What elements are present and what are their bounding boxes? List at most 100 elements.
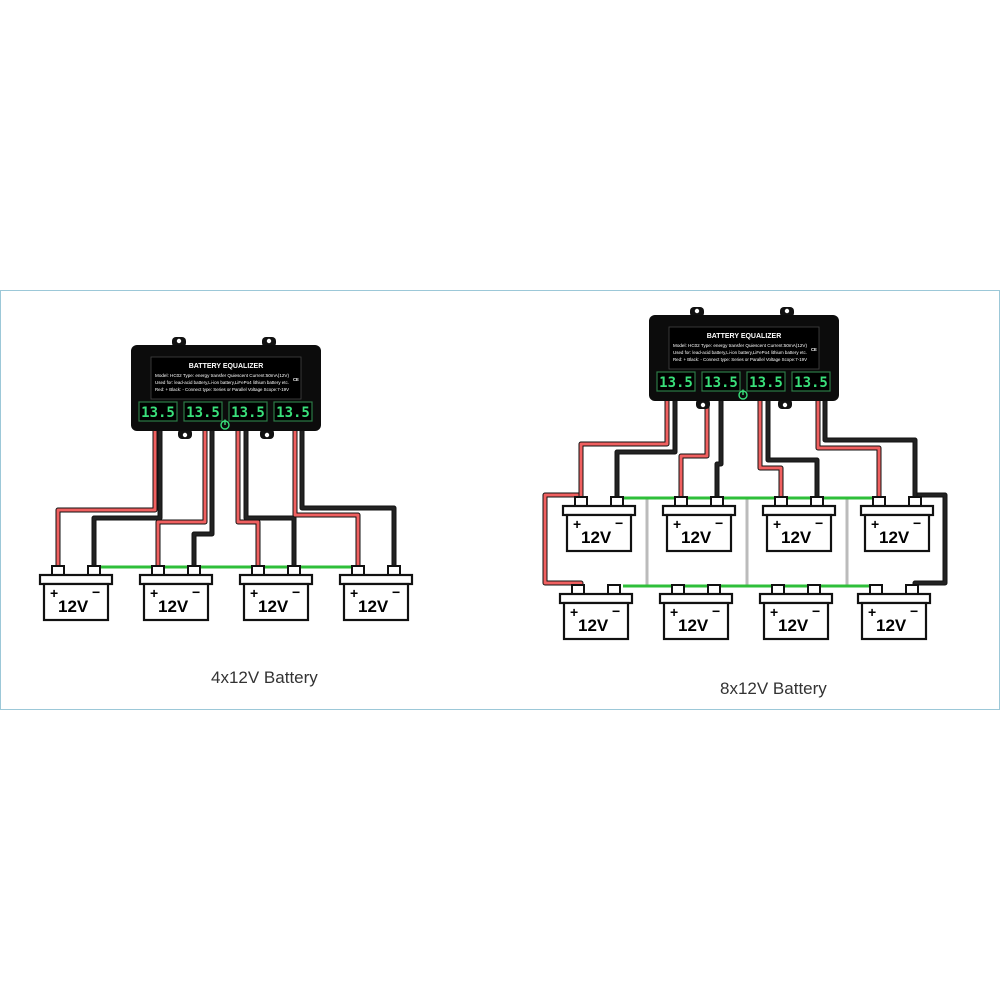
battery-plus-sign: +: [150, 585, 158, 601]
battery-terminal-positive: [51, 565, 65, 576]
device-info-line: Used for: lead-acid battery,Li-ion batte…: [155, 380, 289, 385]
battery-minus-sign: −: [615, 515, 623, 531]
battery-minus-sign: −: [292, 584, 300, 600]
battery-plus-sign: +: [868, 604, 876, 620]
battery-icon: [863, 513, 931, 553]
battery-terminal-negative: [707, 584, 721, 595]
battery-label: 12V: [158, 597, 189, 616]
right-wire-1: [579, 401, 669, 501]
left-battery-1: +−12V: [38, 565, 114, 622]
ce-mark: CE: [811, 347, 817, 352]
left-wire-2: [92, 431, 162, 570]
left-battery-4: + −12V: [338, 565, 414, 622]
battery-plus-sign: +: [573, 516, 581, 532]
left-wire-5: [236, 431, 260, 570]
mounting-hole: [694, 308, 700, 314]
battery-label: 12V: [781, 528, 812, 547]
left-battery-3: + −12V: [238, 565, 314, 622]
battery-plus-sign: +: [673, 516, 681, 532]
mounting-hole: [700, 402, 706, 408]
device-title: BATTERY EQUALIZER: [189, 363, 264, 370]
battery-terminal-negative: [710, 496, 724, 507]
battery-terminal-positive: [869, 584, 883, 595]
battery-lid: [761, 504, 837, 517]
battery-minus-sign: −: [392, 584, 400, 600]
battery-lid: [558, 592, 634, 605]
battery-lid: [658, 592, 734, 605]
right-wire-8-outline: [822, 401, 918, 501]
battery-label: 12V: [681, 528, 712, 547]
battery-terminal-negative: [908, 496, 922, 507]
battery-terminal-positive: [574, 496, 588, 507]
battery-label: 12V: [778, 616, 809, 635]
voltage-display: [273, 401, 313, 422]
battery-lid: [138, 573, 214, 586]
battery-terminal-positive: [674, 496, 688, 507]
battery-label: 12V: [358, 597, 389, 616]
battery-minus-sign: −: [715, 515, 723, 531]
battery-icon: [342, 582, 410, 622]
battery-plus-sign: +: [50, 585, 58, 601]
right-wire-8: [823, 401, 917, 501]
right-battery-top-2: + −12V: [661, 496, 737, 553]
mounting-hole: [182, 432, 188, 438]
battery-label: 12V: [258, 597, 289, 616]
battery-icon: [765, 513, 833, 553]
battery-terminal-negative: [807, 584, 821, 595]
battery-terminal-positive: [151, 565, 165, 576]
mounting-hole: [264, 432, 270, 438]
right-wire-6: [766, 401, 819, 501]
battery-plus-sign: +: [350, 585, 358, 601]
mounting-hole: [784, 308, 790, 314]
battery-terminal-positive: [774, 496, 788, 507]
battery-lid: [338, 573, 414, 586]
mounting-hole: [176, 338, 182, 344]
voltage-reading: 13.5: [276, 405, 310, 421]
battery-terminal-negative: [610, 496, 624, 507]
battery-lid: [38, 573, 114, 586]
right-wire-3: [679, 401, 709, 501]
voltage-display: [701, 371, 741, 392]
battery-minus-sign: −: [910, 603, 918, 619]
voltage-reading: 13.5: [749, 375, 783, 391]
left-wire-4: [192, 431, 214, 570]
battery-lid: [856, 592, 932, 605]
voltage-display: [746, 371, 786, 392]
right-battery-bottom-3: +−12V: [758, 584, 834, 641]
voltage-reading: 13.5: [231, 405, 265, 421]
right-wire-4: [715, 401, 723, 501]
battery-lid: [859, 504, 935, 517]
battery-plus-sign: +: [773, 516, 781, 532]
battery-icon: [562, 601, 630, 641]
battery-minus-sign: −: [815, 515, 823, 531]
left-wire-3-outline: [155, 431, 208, 570]
battery-label: 12V: [879, 528, 910, 547]
voltage-display: [791, 371, 831, 392]
voltage-reading: 13.5: [141, 405, 175, 421]
right-battery-bottom-1: +−12V: [558, 584, 634, 641]
battery-terminal-negative: [607, 584, 621, 595]
right-battery-bottom-4: + −12V: [856, 584, 932, 641]
battery-plus-sign: +: [250, 585, 258, 601]
right-wire-6-outline: [765, 401, 820, 501]
wires-layer: [55, 401, 948, 589]
battery-terminal-negative: [87, 565, 101, 576]
voltage-reading: 13.5: [704, 375, 738, 391]
device-info-line: Model: HC02 Type: energy transfer Quiesc…: [155, 373, 290, 378]
battery-terminal-positive: [351, 565, 365, 576]
battery-terminal-negative: [187, 565, 201, 576]
left-wire-6: [244, 431, 296, 570]
right-wire-7: [816, 401, 881, 501]
left-wire-7: [293, 431, 360, 570]
right-battery-top-4: +−12V: [859, 496, 935, 553]
battery-label: 12V: [876, 616, 907, 635]
left-wire-8: [300, 431, 396, 570]
mounting-hole: [782, 402, 788, 408]
battery-terminal-negative: [287, 565, 301, 576]
battery-icon: [860, 601, 928, 641]
caption-8x12v: 8x12V Battery: [720, 679, 827, 698]
right-battery-bottom-2: +−12V: [658, 584, 734, 641]
battery-plus-sign: +: [570, 604, 578, 620]
battery-icon: [565, 513, 633, 553]
